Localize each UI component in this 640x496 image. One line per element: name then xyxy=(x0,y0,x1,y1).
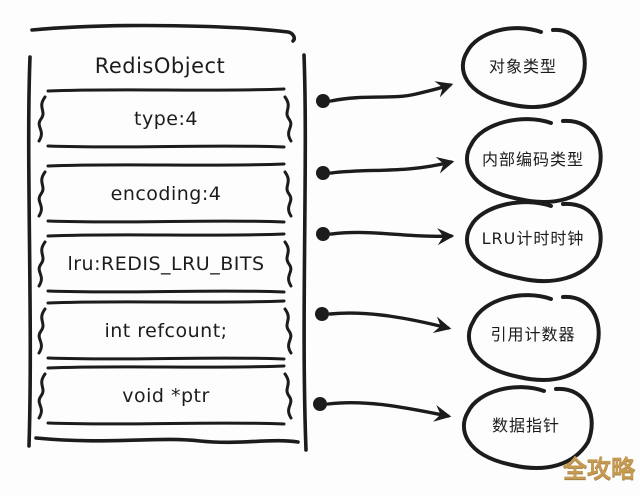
left-bracket-icon xyxy=(39,309,45,353)
struct-title: RedisObject xyxy=(94,54,226,78)
left-bracket-icon xyxy=(39,172,45,216)
right-bracket-icon xyxy=(285,97,291,141)
connector-dot xyxy=(316,227,330,241)
right-bracket-icon xyxy=(285,172,291,216)
field-label-encoding: encoding:4 xyxy=(110,183,222,205)
field-row-border-refcount xyxy=(39,301,291,359)
bubble-label-data-pointer: 数据指针 xyxy=(491,416,560,435)
connector-dot xyxy=(315,307,329,321)
field-label-type: type:4 xyxy=(134,108,198,130)
watermark: 全攻略 xyxy=(563,455,635,483)
right-bracket-icon xyxy=(285,242,291,286)
field-label-ptr: void *ptr xyxy=(122,385,210,407)
bubble-outline xyxy=(469,295,599,380)
left-bracket-icon xyxy=(39,97,45,141)
box-top-edge xyxy=(32,26,294,41)
arrow-icon xyxy=(330,313,452,333)
bubble-label-lru-clock: LRU计时时钟 xyxy=(481,229,585,248)
annotation-bubbles xyxy=(463,28,601,468)
connector-dot xyxy=(316,94,330,108)
bubble-label-refcounter: 引用计数器 xyxy=(490,325,576,344)
bubble-outline xyxy=(467,202,601,281)
connector-arrows xyxy=(328,81,455,422)
object-box-outline xyxy=(29,26,306,450)
field-label-lru: lru:REDIS_LRU_BITS xyxy=(67,253,265,275)
field-row-border-type xyxy=(39,89,291,147)
field-label-refcount: int refcount; xyxy=(104,320,228,342)
arrow-icon xyxy=(331,228,455,246)
connector-dot xyxy=(316,166,330,180)
arrow-icon xyxy=(331,81,454,101)
connector-dots xyxy=(313,94,330,411)
bubble-label-encoding-type: 内部编码类型 xyxy=(481,150,584,169)
box-bottom-edge xyxy=(36,438,298,442)
field-row-borders xyxy=(39,89,291,424)
field-row-border-lru xyxy=(39,234,291,292)
bubble-label-object-type: 对象类型 xyxy=(488,57,557,76)
left-bracket-icon xyxy=(39,374,45,418)
arrow-icon xyxy=(328,403,452,422)
connector-dot xyxy=(313,397,327,411)
field-row-border-ptr xyxy=(39,366,291,424)
bubble-outline xyxy=(467,119,601,202)
arrow-icon xyxy=(331,156,455,173)
bubble-outline xyxy=(463,28,585,107)
box-left-edge xyxy=(29,57,31,446)
box-right-edge xyxy=(304,55,306,450)
right-bracket-icon xyxy=(285,374,291,418)
left-bracket-icon xyxy=(39,242,45,286)
right-bracket-icon xyxy=(285,309,291,353)
bubble-outline xyxy=(464,387,592,468)
field-row-border-encoding xyxy=(39,164,291,222)
